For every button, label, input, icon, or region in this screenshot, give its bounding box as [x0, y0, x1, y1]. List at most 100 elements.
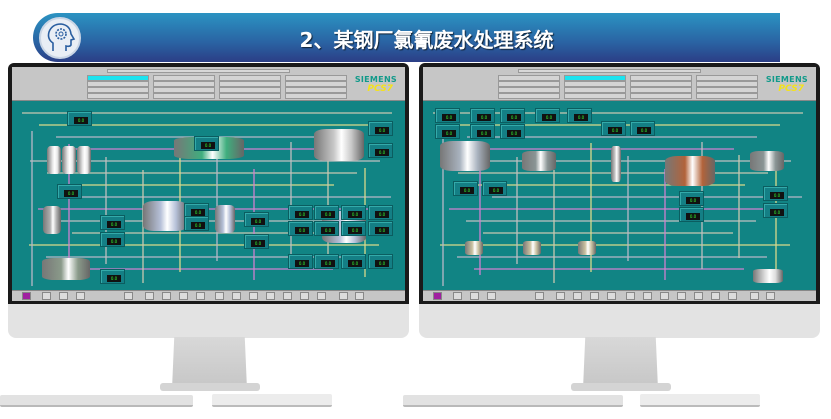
readout-box[interactable]: 0.0 — [100, 215, 125, 230]
readout-box[interactable]: 0.0 — [435, 108, 460, 123]
menu-water-2-button[interactable] — [564, 87, 626, 93]
readout-box[interactable]: 0.0 — [341, 205, 366, 220]
process-tank[interactable] — [62, 146, 76, 174]
toolbar-button[interactable] — [300, 292, 309, 300]
toolbar-button[interactable] — [215, 292, 224, 300]
readout-box[interactable]: 0.0 — [341, 221, 366, 236]
toolbar-button[interactable] — [643, 292, 652, 300]
menu-record-button[interactable] — [630, 81, 692, 87]
readout-box[interactable]: 0.0 — [100, 232, 125, 247]
readout-box[interactable]: 0.0 — [470, 108, 495, 123]
readout-box[interactable]: 0.0 — [184, 216, 209, 231]
readout-box[interactable]: 0.0 — [341, 254, 366, 269]
readout-box[interactable]: 0.0 — [314, 221, 339, 236]
readout-box[interactable]: 0.0 — [470, 124, 495, 139]
menu-trends-button[interactable] — [153, 81, 215, 87]
play-button[interactable] — [433, 292, 442, 300]
process-tank[interactable] — [143, 201, 187, 231]
readout-box[interactable]: 0.0 — [314, 205, 339, 220]
toolbar-button[interactable] — [470, 292, 479, 300]
toolbar-button[interactable] — [179, 292, 188, 300]
menu-water-1-button[interactable] — [87, 75, 149, 81]
toolbar-button[interactable] — [249, 292, 258, 300]
process-tank[interactable] — [43, 206, 61, 234]
readout-box[interactable]: 0.0 — [368, 254, 393, 269]
menu-water-2-button[interactable] — [564, 75, 626, 81]
toolbar-button[interactable] — [590, 292, 599, 300]
readout-box[interactable]: 0.0 — [482, 181, 507, 196]
toolbar-button[interactable] — [124, 292, 133, 300]
readout-box[interactable]: 0.0 — [500, 108, 525, 123]
readout-box[interactable]: 0.0 — [368, 121, 393, 136]
toolbar-button[interactable] — [355, 292, 364, 300]
toolbar-button[interactable] — [556, 292, 565, 300]
readout-box[interactable]: 0.0 — [567, 108, 592, 123]
toolbar-button[interactable] — [339, 292, 348, 300]
process-tank[interactable] — [522, 151, 556, 171]
readout-box[interactable]: 0.0 — [679, 191, 704, 206]
process-tank[interactable] — [465, 241, 483, 255]
toolbar-button[interactable] — [626, 292, 635, 300]
menu-trends-button[interactable] — [564, 81, 626, 87]
readout-box[interactable]: 0.0 — [763, 203, 788, 218]
readout-box[interactable]: 0.0 — [194, 136, 219, 151]
toolbar-button[interactable] — [750, 292, 759, 300]
toolbar-button[interactable] — [76, 292, 85, 300]
menu-alarm-button[interactable] — [285, 93, 347, 99]
menu-params-button[interactable] — [285, 75, 347, 81]
toolbar-button[interactable] — [232, 292, 241, 300]
menu-overview-button[interactable] — [87, 93, 149, 99]
toolbar-button[interactable] — [283, 292, 292, 300]
toolbar-button[interactable] — [317, 292, 326, 300]
toolbar-button[interactable] — [711, 292, 720, 300]
readout-box[interactable]: 0.0 — [368, 143, 393, 158]
readout-box[interactable]: 0.0 — [535, 108, 560, 123]
readout-box[interactable]: 0.0 — [288, 221, 313, 236]
toolbar-button[interactable] — [487, 292, 496, 300]
process-tank[interactable] — [77, 146, 91, 174]
process-tank[interactable] — [523, 241, 541, 255]
readout-box[interactable]: 0.0 — [435, 124, 460, 139]
process-tank[interactable] — [47, 146, 61, 174]
menu-alarm-button[interactable] — [696, 93, 758, 99]
toolbar-button[interactable] — [694, 292, 703, 300]
readout-box[interactable]: 0.0 — [288, 254, 313, 269]
process-tank[interactable] — [440, 141, 490, 171]
toolbar-button[interactable] — [453, 292, 462, 300]
process-tank[interactable] — [314, 129, 364, 161]
menu-record-button[interactable] — [630, 93, 692, 99]
toolbar-button[interactable] — [196, 292, 205, 300]
menu-water-1-button[interactable] — [87, 87, 149, 93]
menu-overview-button[interactable] — [498, 93, 560, 99]
readout-box[interactable]: 0.0 — [630, 121, 655, 136]
process-tank[interactable] — [42, 258, 90, 280]
menu-overview-button[interactable] — [87, 81, 149, 87]
process-tank[interactable] — [665, 156, 715, 186]
menu-params-button[interactable] — [285, 87, 347, 93]
process-tank[interactable] — [578, 241, 596, 255]
menu-record-button[interactable] — [219, 81, 281, 87]
readout-box[interactable]: 0.0 — [67, 111, 92, 126]
readout-box[interactable]: 0.0 — [763, 186, 788, 201]
toolbar-button[interactable] — [766, 292, 775, 300]
toolbar-button[interactable] — [145, 292, 154, 300]
menu-trends-button[interactable] — [564, 93, 626, 99]
process-tank[interactable] — [753, 269, 783, 283]
menu-alarm-button[interactable] — [285, 81, 347, 87]
toolbar-button[interactable] — [660, 292, 669, 300]
toolbar-button[interactable] — [535, 292, 544, 300]
menu-record-button[interactable] — [219, 93, 281, 99]
toolbar-button[interactable] — [59, 292, 68, 300]
menu-water-2-button[interactable] — [153, 75, 215, 81]
readout-box[interactable]: 0.0 — [244, 234, 269, 249]
menu-water-3-button[interactable] — [630, 87, 692, 93]
readout-box[interactable]: 0.0 — [453, 181, 478, 196]
menu-params-button[interactable] — [696, 75, 758, 81]
toolbar-button[interactable] — [677, 292, 686, 300]
readout-box[interactable]: 0.0 — [184, 203, 209, 218]
process-tank[interactable] — [611, 146, 621, 182]
toolbar-button[interactable] — [607, 292, 616, 300]
readout-box[interactable]: 0.0 — [368, 205, 393, 220]
readout-box[interactable]: 0.0 — [314, 254, 339, 269]
toolbar-button[interactable] — [573, 292, 582, 300]
